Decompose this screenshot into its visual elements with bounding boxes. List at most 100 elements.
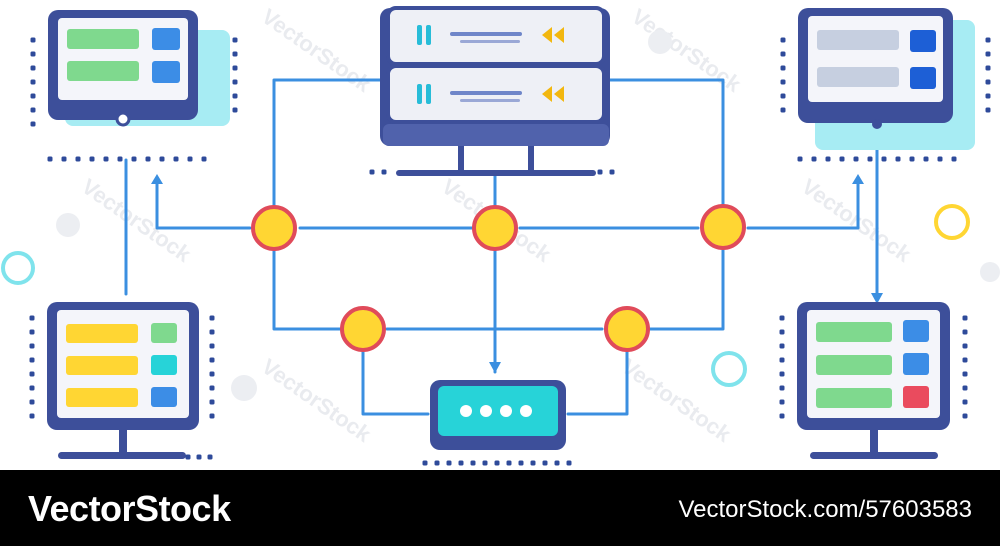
decor-dot <box>839 156 845 162</box>
decor-dot <box>209 399 215 405</box>
gray-dot <box>56 213 80 237</box>
status-square <box>151 355 177 375</box>
decor-dot <box>780 93 786 99</box>
network-diagram: VectorStock VectorStock VectorStock Vect… <box>1 4 1000 466</box>
decor-dot <box>825 156 831 162</box>
monitor-screen <box>808 16 943 102</box>
decor-dot <box>780 65 786 71</box>
chevron-left-icon <box>542 86 552 102</box>
decor-dot <box>61 156 67 162</box>
decor-dot <box>201 156 207 162</box>
decor-dot <box>131 156 137 162</box>
led-pair <box>426 25 431 45</box>
decor-dot <box>159 156 165 162</box>
list-bar <box>817 30 899 50</box>
decor-dot <box>30 107 36 113</box>
monitor-stand <box>119 430 127 454</box>
decor-dot <box>951 156 957 162</box>
brand-logo: VectorStock <box>28 488 231 529</box>
decor-dot <box>232 79 238 85</box>
decor-dot <box>209 329 215 335</box>
decor-dot <box>482 460 488 466</box>
gray-dot <box>648 30 672 54</box>
decor-dot <box>962 399 968 405</box>
list-bar <box>816 355 892 375</box>
decor-dot <box>962 385 968 391</box>
decor-dot <box>103 156 109 162</box>
decor-dot <box>232 107 238 113</box>
watermark-text: VectorStock <box>627 4 746 98</box>
router-panel <box>438 386 558 436</box>
decor-dot <box>985 37 991 43</box>
decor-dot <box>232 65 238 71</box>
decor-dot <box>30 51 36 57</box>
decor-dot <box>780 51 786 57</box>
decor-dot <box>209 371 215 377</box>
decor-dot <box>797 156 803 162</box>
decor-dot <box>422 460 428 466</box>
arrow-down-icon <box>489 362 501 373</box>
decor-dot <box>209 385 215 391</box>
gray-dot <box>980 262 1000 282</box>
list-bar <box>66 356 138 375</box>
decor-dot <box>985 51 991 57</box>
decor-dot <box>75 156 81 162</box>
decor-dot <box>597 169 603 175</box>
decor-dot <box>554 460 560 466</box>
network-node-icon <box>604 306 650 352</box>
slot-line <box>460 99 520 102</box>
decor-dot <box>29 371 35 377</box>
decor-dot <box>209 357 215 363</box>
decor-dot <box>530 460 536 466</box>
cyan-ring <box>711 351 747 387</box>
monitor-icon <box>47 302 199 459</box>
decor-dot <box>209 413 215 419</box>
decor-dot <box>207 454 213 460</box>
connector-line <box>746 180 860 230</box>
decor-dot <box>962 413 968 419</box>
connector-port <box>872 119 882 129</box>
decor-dot <box>962 371 968 377</box>
network-node-icon <box>340 306 386 352</box>
status-square <box>152 61 180 83</box>
list-bar <box>66 388 138 407</box>
decor-dot <box>232 93 238 99</box>
slot-line <box>450 32 522 36</box>
decor-dot <box>196 454 202 460</box>
gray-dot <box>231 375 257 401</box>
server-stand-foot <box>396 170 596 176</box>
decor-dot <box>867 156 873 162</box>
decor-dot <box>381 169 387 175</box>
chevron-left-icon <box>554 27 564 43</box>
server-stand <box>528 146 534 170</box>
decor-dot <box>985 79 991 85</box>
decor-dot <box>811 156 817 162</box>
decor-dot <box>985 93 991 99</box>
network-node-icon <box>700 204 746 250</box>
decor-dot <box>30 37 36 43</box>
arrow-down-icon <box>871 293 883 304</box>
dotted-decorations <box>29 37 991 466</box>
watermark-text: VectorStock <box>617 354 736 448</box>
arrow-up-icon <box>852 174 864 184</box>
decor-dot <box>30 65 36 71</box>
status-square <box>910 67 936 89</box>
decor-dot <box>518 460 524 466</box>
decor-dot <box>609 169 615 175</box>
decor-dot <box>962 315 968 321</box>
arrow-up-icon <box>151 174 163 184</box>
server-stand <box>458 146 464 170</box>
chevron-left-icon <box>554 86 564 102</box>
decor-dot <box>29 315 35 321</box>
decor-dot <box>779 315 785 321</box>
connector-port <box>115 111 131 127</box>
decor-dot <box>29 357 35 363</box>
decor-dot <box>881 156 887 162</box>
monitor-icon <box>797 302 950 459</box>
status-square <box>910 30 936 52</box>
decor-dot <box>566 460 572 466</box>
led-pair <box>417 84 422 104</box>
status-square <box>151 387 177 407</box>
status-square <box>903 353 929 375</box>
decor-dot <box>962 357 968 363</box>
